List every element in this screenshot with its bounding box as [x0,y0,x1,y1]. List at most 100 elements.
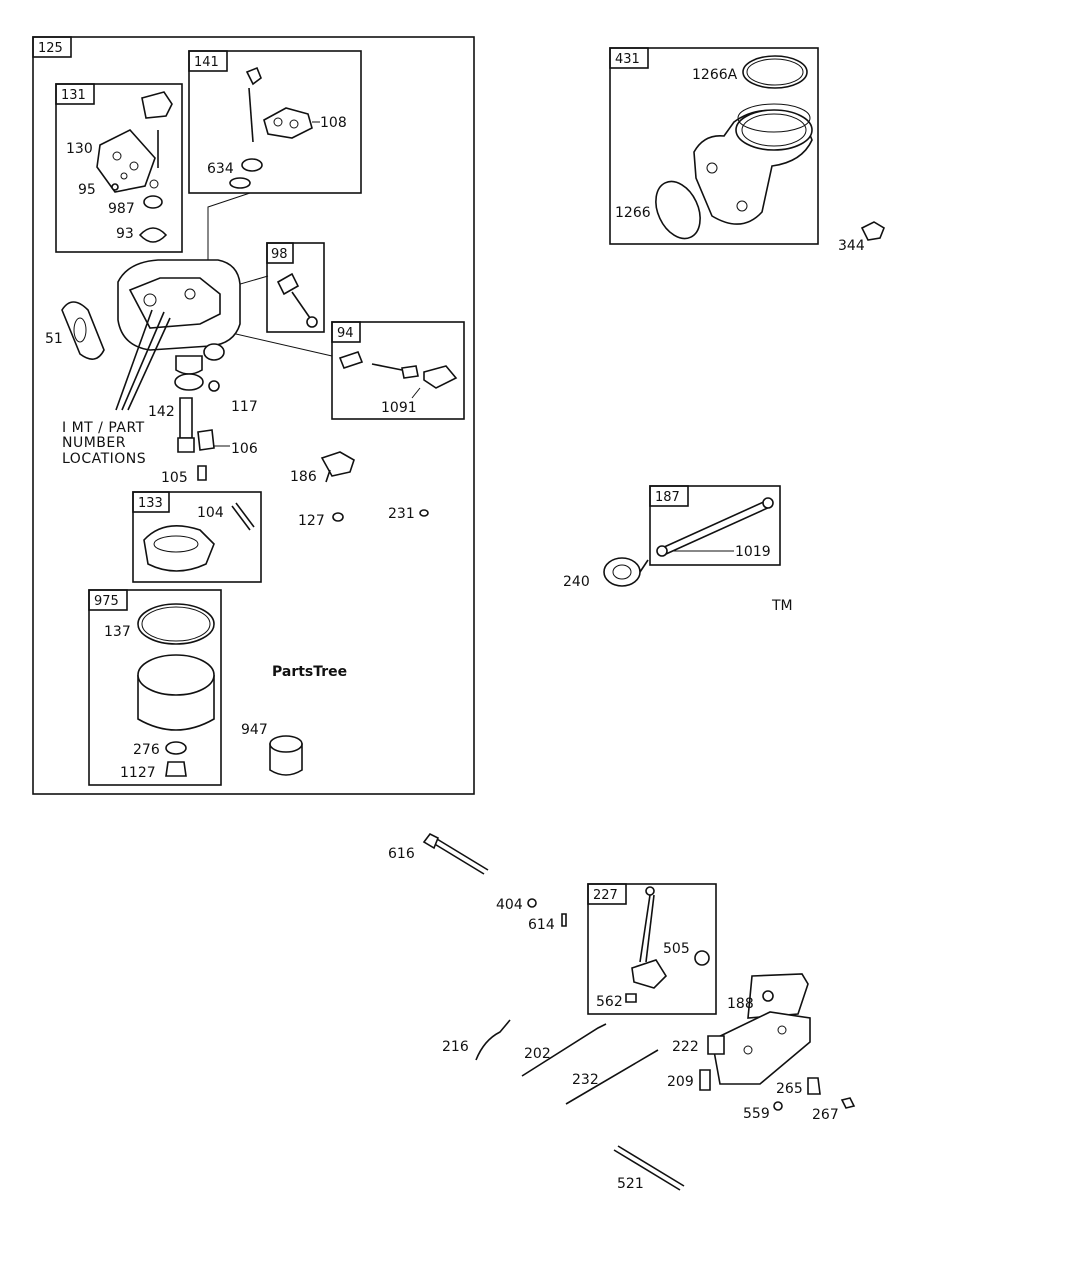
parts-186-231: 186 127 231 [290,451,429,529]
note-line2: NUMBER [62,435,126,451]
kit-187-box [649,485,781,566]
part-265-shape [807,1077,821,1095]
label-106[interactable]: 106 [231,441,258,457]
label-117[interactable]: 117 [231,399,258,415]
kit-187-tab [649,485,689,507]
kit-141-group: 141 108 634 [188,50,362,194]
label-1091[interactable]: 1091 [381,400,417,416]
kit-131-label[interactable]: 131 [61,88,86,103]
throttle-lever-shape [631,959,668,989]
label-947[interactable]: 947 [241,722,268,738]
label-202[interactable]: 202 [524,1046,551,1062]
label-142[interactable]: 142 [148,404,175,420]
part-142-shape [179,397,193,439]
label-240[interactable]: 240 [563,574,590,590]
label-987[interactable]: 987 [108,201,135,217]
watermark-brand: PartsTree [272,664,347,680]
part-505-shape [694,950,710,966]
part-209-shape [699,1069,711,1091]
label-614[interactable]: 614 [528,917,555,933]
kit-131-box [55,83,183,253]
part-131-top-shape [141,91,173,119]
part-232-shape [565,1049,659,1105]
kit-98-box [266,242,325,333]
part-1266-shape [655,180,701,240]
kit-131-tab [55,83,95,105]
kit-431-tab [609,47,649,69]
kit-975-tab [88,589,128,611]
label-616[interactable]: 616 [388,846,415,862]
label-127[interactable]: 127 [298,513,325,529]
label-105[interactable]: 105 [161,470,188,486]
label-1019[interactable]: 1019 [735,544,771,560]
kit-141-label[interactable]: 141 [194,55,219,70]
kit-94-tab [331,321,361,343]
part-1127-shape [165,761,187,777]
label-1266A[interactable]: 1266A [692,67,738,83]
part-133-float-shape [143,524,215,572]
note-line1: I MT / PART [62,420,145,436]
label-521[interactable]: 521 [617,1176,644,1192]
kit-227-box [587,883,717,1015]
label-276[interactable]: 276 [133,742,160,758]
part-616: 616 [388,832,489,875]
label-186[interactable]: 186 [290,469,317,485]
note-line3: LOCATIONS [62,451,146,467]
kit-141-box [188,50,362,194]
kit-131-group: 131 130 95 987 93 [55,83,183,253]
part-137-shape [137,603,215,645]
label-216[interactable]: 216 [442,1039,469,1055]
label-265[interactable]: 265 [776,1081,803,1097]
label-130[interactable]: 130 [66,141,93,157]
label-108[interactable]: 108 [320,115,347,131]
part-231-shape [419,509,429,517]
part-202-shape [521,1023,607,1077]
kit-431-box [609,47,819,245]
kit-227-group: 227 505 562 [587,883,717,1015]
kit-125-box [32,36,475,795]
kit-125-label[interactable]: 125 [38,41,63,56]
label-93[interactable]: 93 [116,226,134,242]
label-562[interactable]: 562 [596,994,623,1010]
imt-note: I MT / PART NUMBER LOCATIONS [62,420,146,467]
part-188-bracket-shape [747,973,809,1019]
label-231[interactable]: 231 [388,506,415,522]
kit-227-label[interactable]: 227 [593,888,618,903]
part-51: 51 [45,301,105,360]
label-222[interactable]: 222 [672,1039,699,1055]
label-404[interactable]: 404 [496,897,523,913]
kit-431-group: 431 1266A 1266 [609,47,819,245]
label-137[interactable]: 137 [104,624,131,640]
label-344[interactable]: 344 [838,238,865,254]
watermark-trademark: TM [771,598,793,614]
part-240-shape [603,557,641,587]
label-505[interactable]: 505 [663,941,690,957]
label-51[interactable]: 51 [45,331,63,347]
label-1127[interactable]: 1127 [120,765,156,781]
kit-98-label[interactable]: 98 [271,247,288,262]
kit-975-label[interactable]: 975 [94,594,119,609]
kit-94-box [331,321,465,420]
label-634[interactable]: 634 [207,161,234,177]
label-232[interactable]: 232 [572,1072,599,1088]
kit-431-label[interactable]: 431 [615,52,640,67]
label-559[interactable]: 559 [743,1106,770,1122]
label-104[interactable]: 104 [197,505,224,521]
part-947: 947 [241,722,303,776]
part-186-shape [320,451,355,477]
kit-187-label[interactable]: 187 [655,490,680,505]
kit-98-tab [266,242,294,264]
label-188[interactable]: 188 [727,996,754,1012]
part-222-bracket-shape [711,1011,811,1085]
label-209[interactable]: 209 [667,1074,694,1090]
part-106-shape [197,429,215,451]
kit-975-box [88,589,222,786]
label-267[interactable]: 267 [812,1107,839,1123]
part-216-shape [475,1019,511,1061]
kit-133-label[interactable]: 133 [138,496,163,511]
label-1266[interactable]: 1266 [615,205,651,221]
kit-187-group: 187 1019 [649,485,781,566]
label-95[interactable]: 95 [78,182,96,198]
kit-94-label[interactable]: 94 [337,326,354,341]
